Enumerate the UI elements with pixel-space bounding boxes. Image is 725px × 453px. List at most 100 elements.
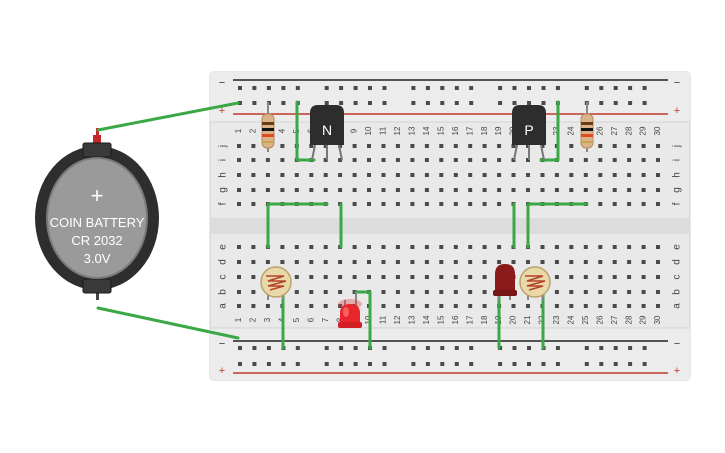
resistor-right[interactable]: [580, 102, 594, 152]
breadboard-hole[interactable]: [309, 245, 314, 249]
breadboard-hole[interactable]: [453, 245, 458, 249]
breadboard-hole[interactable]: [554, 275, 559, 279]
rail-hole[interactable]: [238, 346, 242, 350]
breadboard-hole[interactable]: [439, 202, 444, 206]
ldr-left[interactable]: [260, 266, 292, 300]
rail-hole[interactable]: [440, 362, 445, 366]
rail-hole[interactable]: [353, 346, 358, 350]
breadboard-hole[interactable]: [251, 260, 256, 264]
coin-battery[interactable]: + COIN BATTERY CR 2032 3.0V: [35, 128, 159, 300]
breadboard-hole[interactable]: [641, 173, 646, 177]
breadboard-hole[interactable]: [410, 275, 415, 279]
rail-hole[interactable]: [281, 86, 286, 90]
breadboard-hole[interactable]: [656, 275, 660, 279]
breadboard-hole[interactable]: [410, 158, 415, 162]
breadboard-hole[interactable]: [656, 260, 660, 264]
rail-hole[interactable]: [613, 101, 618, 105]
rail-hole[interactable]: [642, 86, 647, 90]
breadboard-hole[interactable]: [367, 144, 371, 148]
breadboard-hole[interactable]: [497, 245, 502, 249]
breadboard-hole[interactable]: [627, 290, 632, 294]
breadboard-hole[interactable]: [439, 245, 444, 249]
breadboard-hole[interactable]: [352, 188, 357, 192]
breadboard-hole[interactable]: [641, 290, 646, 294]
breadboard-hole[interactable]: [381, 304, 386, 308]
rail-hole[interactable]: [555, 86, 560, 90]
breadboard-hole[interactable]: [424, 144, 429, 148]
breadboard-hole[interactable]: [395, 173, 400, 177]
breadboard-hole[interactable]: [280, 158, 285, 162]
breadboard-hole[interactable]: [656, 290, 660, 294]
led-bright[interactable]: [338, 292, 362, 328]
breadboard-hole[interactable]: [482, 158, 487, 162]
rail-hole[interactable]: [281, 101, 286, 105]
breadboard-hole[interactable]: [309, 304, 314, 308]
breadboard-hole[interactable]: [612, 304, 617, 308]
breadboard-hole[interactable]: [424, 158, 429, 162]
breadboard-hole[interactable]: [338, 188, 343, 192]
rail-hole[interactable]: [425, 346, 430, 350]
breadboard-hole[interactable]: [294, 188, 299, 192]
breadboard-hole[interactable]: [265, 304, 270, 308]
breadboard-hole[interactable]: [598, 275, 603, 279]
breadboard-hole[interactable]: [338, 275, 343, 279]
breadboard-hole[interactable]: [641, 144, 646, 148]
breadboard-hole[interactable]: [583, 158, 588, 162]
breadboard-hole[interactable]: [569, 304, 574, 308]
breadboard-hole[interactable]: [367, 158, 371, 162]
rail-hole[interactable]: [512, 86, 517, 90]
rail-hole[interactable]: [642, 346, 647, 350]
rail-hole[interactable]: [454, 346, 459, 350]
breadboard-hole[interactable]: [352, 202, 357, 206]
rail-hole[interactable]: [628, 362, 633, 366]
breadboard-hole[interactable]: [468, 290, 473, 294]
breadboard-hole[interactable]: [598, 245, 603, 249]
breadboard-hole[interactable]: [656, 304, 660, 308]
breadboard-hole[interactable]: [395, 275, 400, 279]
breadboard-hole[interactable]: [410, 304, 415, 308]
breadboard-hole[interactable]: [309, 275, 314, 279]
breadboard-hole[interactable]: [482, 304, 487, 308]
breadboard-hole[interactable]: [641, 158, 646, 162]
rail-hole[interactable]: [628, 346, 633, 350]
breadboard-hole[interactable]: [251, 144, 256, 148]
rail-hole[interactable]: [584, 362, 589, 366]
rail-hole[interactable]: [295, 346, 300, 350]
rail-hole[interactable]: [266, 86, 271, 90]
breadboard-hole[interactable]: [453, 188, 458, 192]
breadboard-hole[interactable]: [468, 304, 473, 308]
breadboard-hole[interactable]: [497, 202, 502, 206]
breadboard-hole[interactable]: [526, 260, 530, 264]
rail-hole[interactable]: [411, 86, 416, 90]
breadboard-hole[interactable]: [410, 290, 415, 294]
breadboard-hole[interactable]: [237, 290, 241, 294]
rail-hole[interactable]: [295, 86, 300, 90]
wires[interactable]: [96, 100, 589, 350]
breadboard-hole[interactable]: [627, 275, 632, 279]
breadboard-hole[interactable]: [453, 158, 458, 162]
rail-hole[interactable]: [527, 362, 531, 366]
breadboard-hole[interactable]: [540, 144, 545, 148]
breadboard-hole[interactable]: [511, 173, 516, 177]
breadboard-hole[interactable]: [323, 188, 328, 192]
breadboard-hole[interactable]: [453, 275, 458, 279]
breadboard-hole[interactable]: [468, 158, 473, 162]
breadboard-hole[interactable]: [439, 173, 444, 177]
breadboard-hole[interactable]: [352, 275, 357, 279]
breadboard-hole[interactable]: [352, 245, 357, 249]
resistor-left[interactable]: [261, 102, 275, 152]
breadboard-hole[interactable]: [612, 245, 617, 249]
rail-hole[interactable]: [411, 346, 416, 350]
rail-hole[interactable]: [454, 101, 459, 105]
breadboard-hole[interactable]: [540, 173, 545, 177]
breadboard-hole[interactable]: [265, 158, 270, 162]
breadboard-hole[interactable]: [598, 158, 603, 162]
breadboard-hole[interactable]: [237, 158, 241, 162]
breadboard-hole[interactable]: [280, 260, 285, 264]
rail-hole[interactable]: [252, 346, 257, 350]
breadboard-hole[interactable]: [424, 275, 429, 279]
breadboard-hole[interactable]: [323, 275, 328, 279]
breadboard-hole[interactable]: [453, 202, 458, 206]
breadboard-hole[interactable]: [352, 260, 357, 264]
